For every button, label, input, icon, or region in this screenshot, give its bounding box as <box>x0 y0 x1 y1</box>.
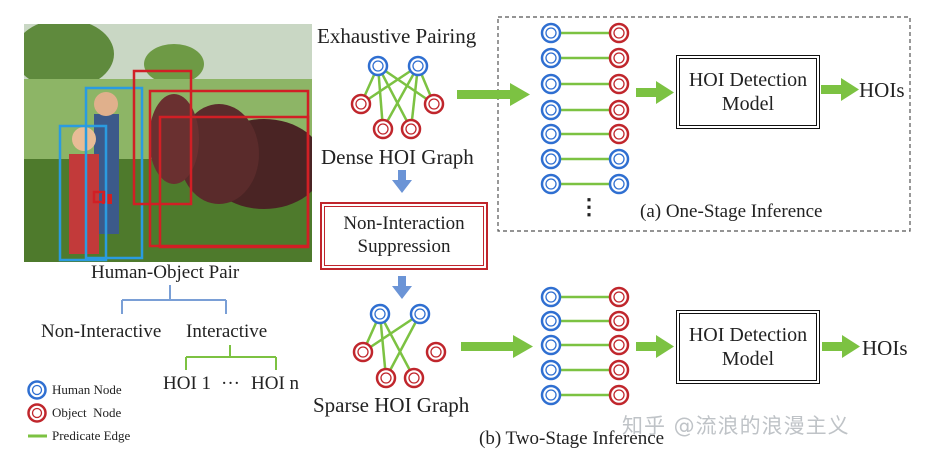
hoi-detection-model-top: HOI Detection Model <box>676 55 820 129</box>
arrow-down-icon <box>392 170 412 193</box>
legend-object-node-label: Object Node <box>52 405 122 420</box>
hoi-n-label: HOI n <box>251 373 300 394</box>
one-stage-caption: (a) One-Stage Inference <box>640 201 823 222</box>
photo-bounding-boxes <box>58 69 310 262</box>
sparse-hoi-graph <box>352 303 447 389</box>
dense-hoi-graph <box>350 55 445 140</box>
hois-output-top: HOIs <box>859 78 905 102</box>
legend-human-node-label: Human Node <box>52 382 122 397</box>
nis-line2: Suppression <box>357 236 451 257</box>
arrow-right-icon <box>822 335 860 358</box>
interactive-tree-bracket <box>185 345 277 370</box>
arrow-right-icon <box>636 81 674 104</box>
human-object-pair-label: Human-Object Pair <box>91 262 240 283</box>
hoi-1-label: HOI 1 <box>163 373 212 394</box>
exhaustive-pairing-label: Exhaustive Pairing <box>317 24 477 48</box>
model-top-line2: Model <box>721 93 775 115</box>
arrow-right-icon <box>461 335 533 358</box>
model-top-line1: HOI Detection <box>688 69 808 91</box>
sparse-graph-label: Sparse HOI Graph <box>313 393 470 417</box>
one-stage-frame <box>497 16 911 232</box>
model-bottom-line1: HOI Detection <box>688 324 808 346</box>
watermark: 知乎 @流浪的浪漫主义 <box>622 414 850 438</box>
legend <box>27 380 47 438</box>
arrow-down-icon <box>392 276 412 299</box>
hoi-ellipsis: ··· <box>221 373 240 394</box>
legend-predicate-edge-label: Predicate Edge <box>52 428 131 443</box>
dense-graph-label: Dense HOI Graph <box>321 145 474 169</box>
arrow-right-icon <box>457 83 530 106</box>
two-stage-caption: (b) Two-Stage Inference <box>479 428 665 449</box>
children-feeding-cattle-photo <box>24 24 312 262</box>
two-stage-pair-list <box>540 286 630 406</box>
model-bottom-line2: Model <box>721 348 775 370</box>
arrow-right-icon <box>636 335 674 358</box>
non-interactive-label: Non-Interactive <box>41 321 162 342</box>
non-interaction-suppression-box: Non-Interaction Suppression <box>320 202 488 270</box>
hoi-detection-model-bottom: HOI Detection Model <box>676 310 820 384</box>
pair-tree-bracket <box>121 285 227 314</box>
arrow-right-icon <box>821 78 859 101</box>
more-pairs-dots: ⋮ <box>578 194 600 219</box>
nis-line1: Non-Interaction <box>343 213 465 235</box>
hois-output-bottom: HOIs <box>862 336 908 360</box>
one-stage-pair-list <box>540 22 630 195</box>
interactive-label: Interactive <box>186 321 268 342</box>
